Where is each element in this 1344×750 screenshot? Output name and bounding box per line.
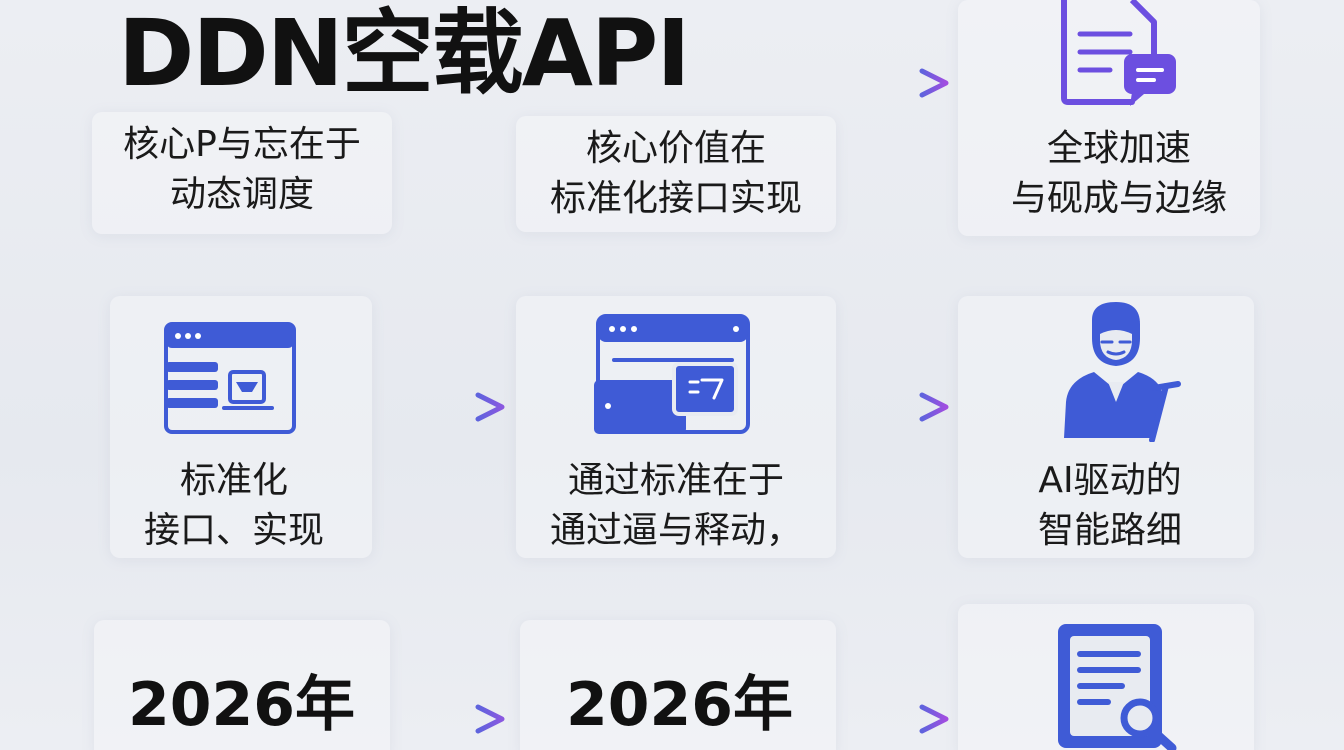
card-r3c2 bbox=[520, 620, 836, 750]
document-chat-icon bbox=[1061, 0, 1176, 106]
card-r1c3 bbox=[958, 0, 1260, 236]
r3c1-year: 2026年 bbox=[128, 670, 355, 740]
r1c2-line2: 标准化接口实现 bbox=[549, 178, 802, 219]
r2c2-line2: 通过逼与释动， bbox=[549, 510, 802, 551]
arrow-r3-c2-c3 bbox=[843, 704, 949, 734]
r1c3-line1: 全球加速 bbox=[1046, 128, 1191, 169]
document-search-icon bbox=[1058, 624, 1177, 750]
r1c3-line2: 与砚成与边缘 bbox=[1010, 178, 1227, 219]
browser-form-icon bbox=[164, 322, 296, 434]
browser-devices-icon bbox=[594, 314, 750, 434]
arrow-r2-c1-c2 bbox=[399, 392, 505, 422]
card-r3c1 bbox=[94, 620, 390, 750]
arrow-r2-c2-c3 bbox=[843, 392, 949, 422]
r2c3-line2: 智能路细 bbox=[1037, 510, 1182, 551]
r1c2-text: 核心价值在 标准化接口实现 bbox=[516, 124, 836, 224]
ai-person-icon bbox=[1064, 302, 1181, 442]
r1c2-line1: 核心价值在 bbox=[585, 128, 766, 169]
r2c2-text: 通过标准在于 通过逼与释动， bbox=[516, 456, 836, 556]
r2c1-line2: 接口、实现 bbox=[143, 510, 324, 551]
page-title: DDN空载API bbox=[118, 0, 691, 107]
r1c1-text: 核心P与忘在于 动态调度 bbox=[92, 120, 392, 220]
r2c3-text: AI驱动的 智能路细 bbox=[962, 456, 1258, 556]
r2c1-text: 标准化 接口、实现 bbox=[94, 456, 374, 556]
r1c1-line2: 动态调度 bbox=[169, 174, 314, 215]
r1c3-text: 全球加速 与砚成与边缘 bbox=[964, 124, 1274, 224]
r2c2-line1: 通过标准在于 bbox=[567, 460, 784, 501]
r1c1-line1: 核心P与忘在于 bbox=[123, 124, 361, 165]
arrow-r1-c2-c3 bbox=[843, 68, 949, 98]
card-r1c2 bbox=[516, 116, 836, 232]
r2c3-line1: AI驱动的 bbox=[1038, 460, 1182, 501]
card-r1c1 bbox=[92, 112, 392, 234]
r3c2-year: 2026年 bbox=[566, 670, 793, 740]
arrow-r3-c1-c2 bbox=[399, 704, 505, 734]
r2c1-line1: 标准化 bbox=[179, 460, 288, 501]
